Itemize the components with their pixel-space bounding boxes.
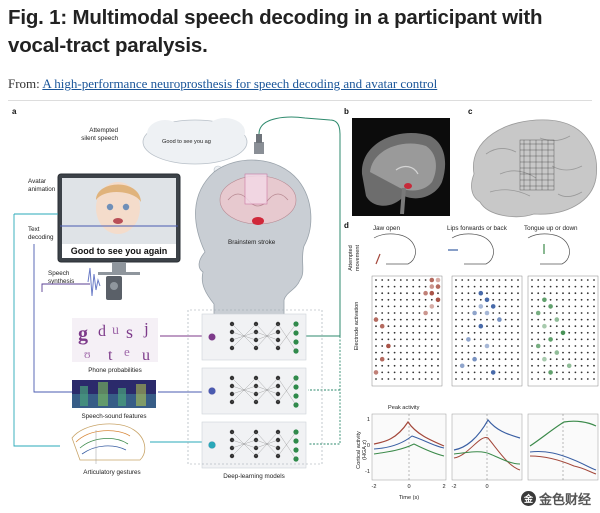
articulatory-gestures bbox=[71, 423, 146, 464]
x-tick-3: 2 bbox=[442, 484, 445, 490]
figure-image[interactable]: a Good to see you ag Attempted silent sp… bbox=[0, 104, 600, 513]
thought-text: Good to see you ag bbox=[162, 139, 211, 145]
row-label-activation: Electrode activation bbox=[354, 302, 360, 351]
column-title-lips: Lips forwards or back bbox=[447, 225, 508, 232]
speech-synthesis-1: Speech bbox=[48, 270, 70, 277]
figure-svg: a Good to see you ag Attempted silent sp… bbox=[12, 107, 599, 501]
phone-glyph-8: e bbox=[124, 344, 130, 359]
movement-sketches bbox=[373, 233, 570, 265]
from-line: From: A high-performance neuroprosthesis… bbox=[8, 76, 437, 92]
row-label-cortical-2: (HGA z) bbox=[362, 440, 368, 460]
panel-c-label: c bbox=[468, 107, 473, 116]
thought-bubble: Good to see you ag bbox=[142, 118, 248, 181]
text-decoding-1: Text bbox=[28, 226, 40, 233]
phone-glyph-6: ʊ bbox=[84, 347, 91, 361]
peak-activity-label: Peak activity bbox=[388, 405, 420, 411]
brainstem-stroke-label: Brainstem stroke bbox=[228, 239, 276, 246]
phone-glyph-9: u bbox=[142, 347, 150, 364]
speech-synthesis-2: synthesis bbox=[48, 278, 74, 285]
avatar-animation-2: animation bbox=[28, 186, 56, 193]
brain-surface bbox=[471, 119, 597, 218]
speaker-icon bbox=[87, 267, 122, 300]
phone-glyph-3: u bbox=[112, 323, 119, 338]
from-prefix: From: bbox=[8, 76, 43, 91]
panel-b-label: b bbox=[344, 107, 349, 116]
panel-d-label: d bbox=[344, 221, 349, 230]
deep-learning-models bbox=[201, 313, 307, 469]
x-axis-label: Time (s) bbox=[399, 495, 419, 501]
watermark: 金 金色财经 bbox=[517, 488, 594, 509]
electrode-grids bbox=[371, 275, 599, 387]
phone-probabilities-label: Phone probabilities bbox=[88, 367, 142, 374]
x-tick-1: -2 bbox=[372, 484, 377, 490]
text-decoding-2: decoding bbox=[28, 234, 54, 241]
speech-sound-features bbox=[72, 380, 156, 408]
avatar-monitor: Good to see you again bbox=[57, 173, 181, 275]
participant-head bbox=[195, 134, 312, 335]
panel-a-label: a bbox=[12, 107, 17, 116]
x-tick-2: 0 bbox=[407, 484, 410, 490]
articulatory-gestures-label: Articulatory gestures bbox=[83, 469, 140, 476]
y-tick-neg1: -1 bbox=[365, 469, 370, 475]
phone-glyph-1: g bbox=[78, 323, 88, 345]
row-label-movement-1: Attempted bbox=[348, 245, 354, 271]
figure-title: Fig. 1: Multimodal speech decoding in a … bbox=[8, 6, 543, 57]
cortical-activity-plots bbox=[371, 413, 599, 481]
deep-learning-models-label: Deep-learning models bbox=[223, 473, 285, 480]
divider bbox=[8, 100, 592, 101]
mri-image bbox=[352, 118, 450, 216]
screen-caption: Good to see you again bbox=[71, 246, 168, 256]
phone-glyph-4: s bbox=[126, 322, 133, 342]
watermark-logo-icon: 金 bbox=[520, 491, 536, 506]
y-tick-0: 0 bbox=[367, 443, 370, 449]
row-label-movement-2: movement bbox=[355, 245, 361, 272]
column-title-tongue: Tongue up or down bbox=[524, 225, 578, 232]
speech-sound-features-label: Speech-sound features bbox=[81, 413, 146, 420]
avatar-animation-1: Avatar bbox=[28, 178, 46, 185]
phone-probabilities: g d u s j ʊ t e u bbox=[72, 318, 158, 364]
row-label-cortical-1: Cortical activity bbox=[356, 431, 362, 469]
phone-glyph-2: d bbox=[98, 323, 106, 340]
x-tick-5: 0 bbox=[485, 484, 488, 490]
y-tick-1: 1 bbox=[367, 417, 370, 423]
phone-glyph-5: j bbox=[143, 319, 149, 338]
attempted-speech-2: silent speech bbox=[81, 135, 118, 142]
x-tick-4: -2 bbox=[452, 484, 457, 490]
attempted-speech-1: Attempted bbox=[89, 127, 118, 134]
article-link[interactable]: A high-performance neuroprosthesis for s… bbox=[42, 76, 438, 91]
column-title-jaw: Jaw open bbox=[373, 225, 400, 232]
phone-glyph-7: t bbox=[108, 347, 113, 364]
watermark-text: 金色财经 bbox=[538, 493, 591, 508]
